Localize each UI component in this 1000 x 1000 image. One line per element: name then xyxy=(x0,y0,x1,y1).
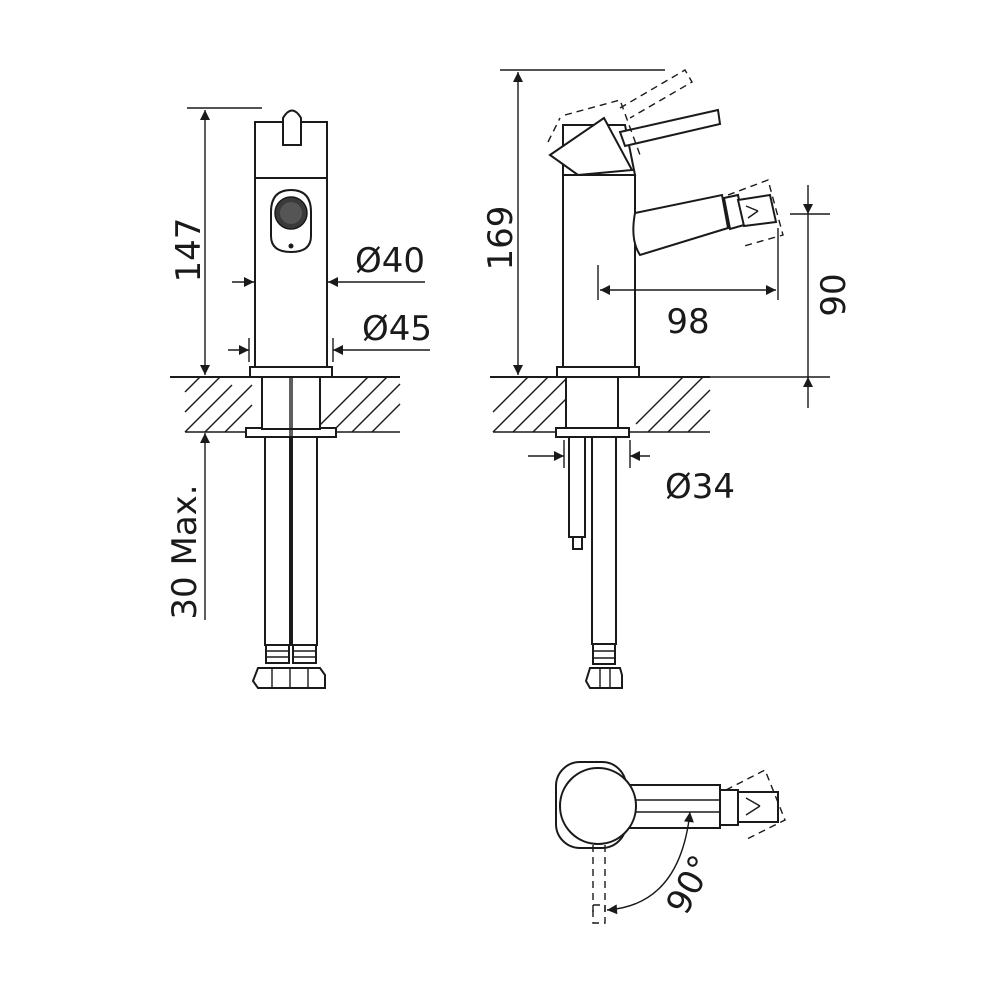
front-base-flange xyxy=(249,366,333,378)
side-hose xyxy=(591,436,617,645)
front-hose-right xyxy=(291,436,318,646)
side-hose-ferrule xyxy=(592,643,616,665)
front-lever-handle xyxy=(282,109,302,146)
front-hose-ferrules xyxy=(265,644,317,664)
dim-base-diameter: Ø45 xyxy=(228,309,432,362)
side-base-flange xyxy=(556,366,640,378)
dim-spout-height: 90 xyxy=(640,185,854,408)
side-spout-nozzle xyxy=(722,179,784,247)
base-diameter-label: Ø45 xyxy=(362,309,432,349)
side-lock-nut xyxy=(555,427,630,438)
dim-body-diameter: Ø40 xyxy=(232,241,425,287)
dim-mount-thickness: 30 Max. xyxy=(165,433,210,620)
top-body-circle xyxy=(559,767,637,845)
top-spout-nozzle xyxy=(719,769,786,841)
spout-height-label: 90 xyxy=(814,273,854,316)
dim-front-height: 147 xyxy=(169,107,262,375)
dim-side-height: 169 xyxy=(481,69,665,375)
dim-spout-reach: 98 xyxy=(597,228,779,342)
side-view: 169 98 90 Ø34 xyxy=(481,69,854,689)
side-shank-sleeve xyxy=(565,376,619,430)
rotation-angle-label: 90° xyxy=(658,849,722,921)
front-shank-sleeve xyxy=(261,376,321,430)
dim-shank-diameter: Ø34 xyxy=(528,440,735,507)
side-hose-nut xyxy=(584,667,623,689)
front-aerator xyxy=(270,188,312,254)
front-view: 147 Ø40 Ø45 30 Max. xyxy=(165,107,432,689)
side-pop-up-rod xyxy=(568,436,586,538)
side-lever-head-tilted xyxy=(548,116,634,177)
front-hose-left xyxy=(264,436,291,646)
shank-diameter-label: Ø34 xyxy=(665,467,735,507)
mount-thickness-label: 30 Max. xyxy=(165,484,205,619)
front-hatch xyxy=(184,376,401,433)
spout-reach-label: 98 xyxy=(666,302,709,342)
top-view: 90° xyxy=(555,761,786,924)
body-diameter-label: Ø40 xyxy=(355,241,425,281)
side-lever-handle xyxy=(618,108,722,148)
top-lever-rotated-dashed xyxy=(592,845,606,924)
side-spout xyxy=(632,193,730,257)
front-height-label: 147 xyxy=(169,218,209,283)
front-hose-nuts xyxy=(251,667,326,689)
side-hatch xyxy=(492,376,711,433)
side-height-label: 169 xyxy=(481,206,521,271)
side-pop-up-rod-tip xyxy=(572,536,583,550)
side-body xyxy=(562,174,636,368)
side-lever-open-dashed xyxy=(547,69,693,156)
